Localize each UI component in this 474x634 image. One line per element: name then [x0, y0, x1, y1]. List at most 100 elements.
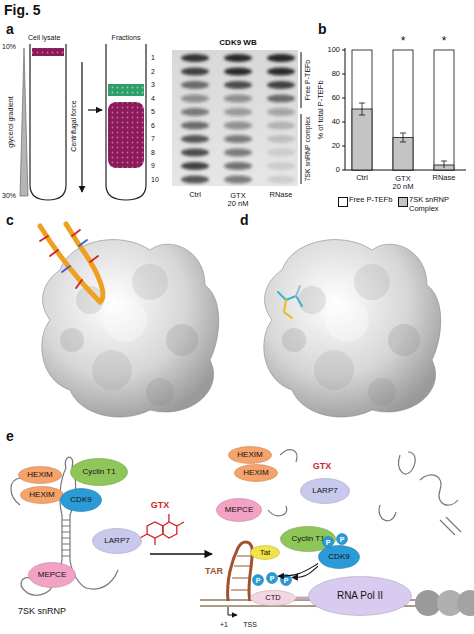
blot-band [181, 81, 209, 89]
node-text: CDK9 [70, 496, 91, 504]
node-ellipse [251, 546, 280, 560]
surface-shade [166, 324, 198, 356]
blot-band [181, 108, 209, 116]
bar-complex [352, 109, 372, 170]
ligand-stick [278, 292, 302, 306]
figure-label: Centrifugal force [70, 100, 78, 151]
node-ellipse [267, 573, 278, 584]
figure-label: c [6, 213, 14, 228]
fraction-band [108, 84, 144, 96]
figure-label: 30% [2, 192, 16, 200]
surface-shade [146, 378, 174, 406]
figure-label: 6 [151, 122, 155, 130]
blot-band [267, 54, 295, 62]
figure-label: 100 [327, 46, 340, 54]
ligand-stick [284, 300, 292, 318]
axis-tick [342, 146, 345, 147]
protein-node: P [280, 574, 292, 586]
figure-label: 9 [151, 162, 155, 170]
bracket-line [301, 52, 302, 108]
figure-label: RNase [270, 191, 293, 199]
base-pairs [231, 556, 251, 590]
blot-band [181, 176, 209, 184]
blot-band [224, 81, 252, 89]
nucleotide-stick [76, 280, 82, 288]
protein-node: HEXIM [228, 446, 272, 464]
bar-free [352, 50, 372, 170]
rna-fragment [440, 517, 461, 535]
node-text: MEPCE [38, 571, 66, 579]
node-text: LARP7 [312, 487, 337, 495]
axis-tick [342, 98, 345, 99]
figure-label: RNase [433, 174, 456, 182]
surface-highlight [103, 298, 147, 342]
node-ellipse [229, 447, 272, 464]
nucleotide-stick [62, 266, 70, 272]
node-text: Cyclin T1 [291, 535, 324, 543]
node-ellipse [21, 487, 64, 504]
rna-fragment [420, 475, 458, 505]
figure-label: % of total P-TEFb [317, 80, 325, 139]
figure-label: 10 [151, 176, 159, 184]
legend-text: Free P-TEFb [349, 196, 397, 205]
nucleotide-stick [50, 250, 58, 256]
figure-label: 40 [332, 118, 340, 126]
blot-band [224, 162, 252, 170]
figure-label: glycerol gradient [7, 96, 15, 147]
tss-arrow [228, 607, 237, 615]
figure-label: Ctrl [189, 191, 201, 199]
protein-node: P [322, 536, 334, 548]
node-text: HEXIM [243, 469, 268, 477]
blot-band [181, 95, 209, 103]
figure-label: Ctrl [356, 174, 368, 182]
blot-band [267, 135, 295, 143]
node-ellipse [309, 577, 412, 616]
figure-label: TSS [243, 621, 257, 629]
figure-label: GTX [313, 462, 332, 472]
blot-band [224, 54, 252, 62]
blot-band [267, 162, 295, 170]
node-ellipse [19, 467, 62, 484]
blot-band [181, 162, 209, 170]
axis-tick [342, 74, 345, 75]
blot-band [224, 95, 252, 103]
node-text: CTD [265, 594, 280, 602]
blot-band [224, 176, 252, 184]
y-axis [345, 48, 346, 170]
blot-band [267, 108, 295, 116]
node-text: P [270, 575, 275, 582]
fraction-tube [106, 44, 146, 200]
blot-band [181, 122, 209, 130]
figure-label: GTX 20 nM [391, 175, 415, 192]
protein-node: MEPCE [216, 498, 262, 522]
blot-band [267, 176, 295, 184]
surface-shade [60, 328, 84, 352]
protein-node: HEXIM [20, 486, 64, 504]
surface-shade [132, 264, 168, 300]
rna-fragment [399, 452, 416, 474]
centrifuge-tube [30, 44, 66, 200]
rna-strand [86, 570, 118, 589]
protein-node: CTD [250, 590, 296, 606]
blot-band [224, 149, 252, 157]
node-ellipse [235, 465, 278, 482]
node-text: RNA Pol II [337, 591, 383, 601]
molecule-bond [140, 514, 184, 545]
blot-band [267, 68, 295, 76]
legend-swatch [338, 197, 348, 207]
figure-label: 2 [151, 68, 155, 76]
bar-complex [393, 138, 413, 170]
protein-node: HEXIM [18, 466, 62, 484]
node-ellipse [71, 459, 128, 486]
rna-loop [11, 478, 20, 505]
axis-tick [342, 50, 345, 51]
figure-label: Fractions [112, 34, 141, 42]
figure-label: b [318, 22, 327, 37]
figure-label: Free P-TEFb [304, 60, 312, 100]
figure-label: e [6, 429, 14, 444]
error-bar [359, 103, 365, 115]
force-arrow [81, 62, 82, 192]
legend-text: 7SK snRNP Complex [409, 196, 461, 213]
blot-band [181, 68, 209, 76]
